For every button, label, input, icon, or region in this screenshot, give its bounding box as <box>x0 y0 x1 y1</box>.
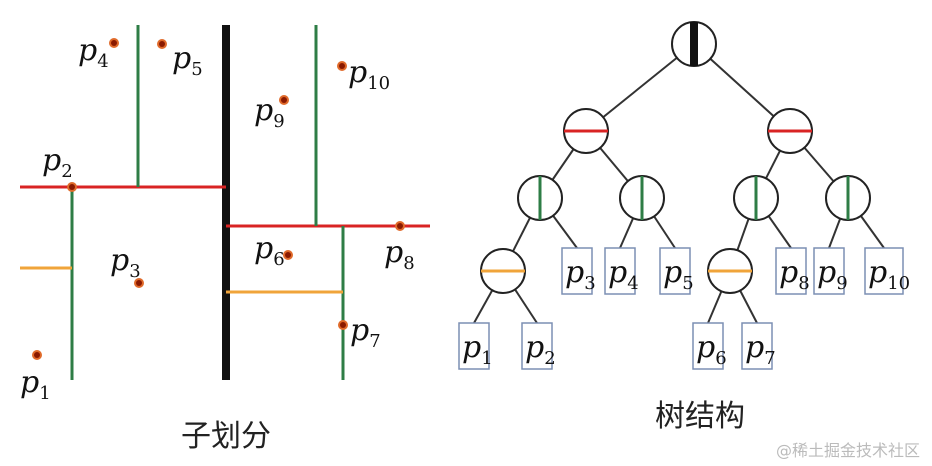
point-dot <box>339 63 345 69</box>
tree-leaf-box <box>775 247 807 295</box>
tree-node-green <box>619 175 665 221</box>
point-label-p2: p2 <box>42 143 73 182</box>
point-label-p3: p3 <box>110 243 141 282</box>
tree-leaf-box <box>864 247 904 295</box>
tree-leaf-p4: p4 <box>604 247 639 295</box>
point-label-p5: p5 <box>172 41 203 80</box>
tree-leaf-box <box>561 247 593 295</box>
point-p1 <box>32 350 42 360</box>
tree-leaf-p1: p1 <box>458 322 493 370</box>
point-dot <box>397 223 403 229</box>
point-label-p4: p4 <box>78 33 109 72</box>
point-p3 <box>134 278 144 288</box>
tree-caption: 树结构 <box>655 399 745 434</box>
tree-leaf-p3: p3 <box>561 247 596 295</box>
tree-edge <box>585 43 695 132</box>
point-label-p9: p9 <box>254 93 285 132</box>
tree-leaf-p6: p6 <box>692 322 727 370</box>
tree-node-orange <box>707 248 753 294</box>
point-dot <box>136 280 142 286</box>
point-p6 <box>283 250 293 260</box>
tree-leaf-label: p2 <box>525 330 556 369</box>
tree-node-split <box>690 22 698 66</box>
tree-node-root <box>671 21 717 67</box>
tree-leaf-label: p1 <box>462 330 493 369</box>
tree-leaf-box <box>458 322 490 370</box>
point-dot <box>281 97 287 103</box>
tree-leaf-box <box>741 322 773 370</box>
point-label-p1: p1 <box>20 365 51 404</box>
tree-leaf-box <box>692 322 724 370</box>
partition-caption: 子划分 <box>181 419 271 454</box>
watermark: @稀土掘金技术社区 <box>776 441 920 460</box>
tree-node-red <box>767 108 813 154</box>
point-p5 <box>157 39 167 49</box>
tree-node-green <box>825 175 871 221</box>
tree-node-green <box>733 175 779 221</box>
point-dot <box>111 40 117 46</box>
point-dot <box>69 184 75 190</box>
tree-node-orange <box>480 248 526 294</box>
tree-leaf-p8: p8 <box>775 247 810 295</box>
tree-leaf-p9: p9 <box>813 247 848 295</box>
tree-leaf-box <box>604 247 636 295</box>
tree-leaf-label: p7 <box>745 330 776 369</box>
point-p4 <box>109 38 119 48</box>
point-label-p10: p10 <box>348 55 390 94</box>
tree-leaf-p2: p2 <box>521 322 556 370</box>
tree-node-green <box>517 175 563 221</box>
point-p9 <box>279 95 289 105</box>
point-p10 <box>337 61 347 71</box>
point-dot <box>340 322 346 328</box>
point-label-p7: p7 <box>350 313 381 352</box>
tree-leaf-label: p8 <box>779 255 810 294</box>
tree-leaf-label: p3 <box>565 255 596 294</box>
tree-nodes <box>480 21 871 294</box>
tree-leaf-p7: p7 <box>741 322 776 370</box>
tree-leaf-p5: p5 <box>659 247 694 295</box>
tree-node-red <box>563 108 609 154</box>
point-label-p8: p8 <box>384 235 415 274</box>
point-dots <box>32 38 405 360</box>
point-p8 <box>395 221 405 231</box>
tree-leaf-box <box>659 247 691 295</box>
point-dot <box>34 352 40 358</box>
point-dot <box>159 41 165 47</box>
point-label-p6: p6 <box>254 231 285 270</box>
tree-leaf-p10: p10 <box>864 247 910 295</box>
tree-leaf-label: p6 <box>696 330 727 369</box>
point-dot <box>285 252 291 258</box>
tree-leaf-label: p4 <box>608 255 639 294</box>
tree-leaf-label: p9 <box>817 255 848 294</box>
tree-leaf-box <box>813 247 845 295</box>
tree-leaf-label: p5 <box>663 255 694 294</box>
point-p2 <box>67 182 77 192</box>
point-p7 <box>338 320 348 330</box>
tree-leaf-box <box>521 322 553 370</box>
tree-leaf-label: p10 <box>868 255 910 294</box>
